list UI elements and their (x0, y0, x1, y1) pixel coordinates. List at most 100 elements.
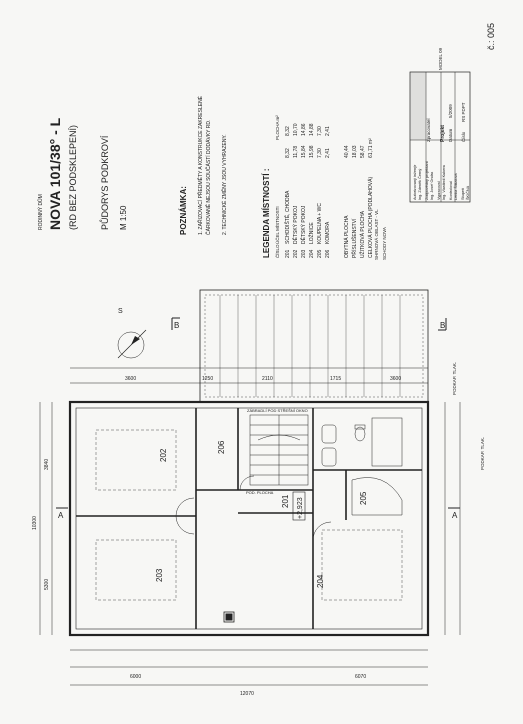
note-line-1: 1. ZAŘIZOVACÍ PŘEDMĚTY A KONSTRUKCE ZAKR… (196, 95, 204, 235)
legend-total-value: 58,47 (360, 145, 366, 158)
section-mark-a1: A (58, 511, 64, 520)
legend-col-area: PLOCHA m² (275, 115, 280, 140)
legend-room-number: 206 (325, 249, 331, 258)
dim-top-part-5: 3600 (390, 376, 401, 382)
dim-left-part-1: 3840 (44, 459, 50, 470)
dim-top-part-1: 3600 (125, 376, 136, 382)
header-subtitle: (RD BEZ PODSKLEPENÍ) (68, 125, 78, 230)
dim-left-total: 10300 (32, 516, 38, 530)
section-mark-b2: B (440, 321, 445, 330)
room-202: 202 (159, 448, 168, 462)
legend-room-area-2: 2,41 (325, 126, 331, 136)
legend-room-area-2: 14,88 (309, 123, 315, 136)
legend-row: 204 LOŽNICE 15,98 14,88 (307, 123, 315, 258)
title-block-code: SCHODY NOVA (382, 227, 387, 260)
plan-annotations: ZÁBRADLÍ POD STŘEŠNÍ OKNO POD. PLOCHA B … (58, 321, 458, 520)
title-block-row-value: Ing. Josef Ondra (430, 171, 434, 200)
plan-title: PŮDORYS PODKROVÍ (99, 135, 110, 230)
legend-room-number: 204 (309, 249, 315, 258)
room-205: 205 (359, 491, 368, 505)
legend-room-area-2: 10,70 (293, 123, 299, 136)
floor-plan (39, 289, 461, 686)
dim-left-part-2: 5300 (44, 579, 50, 590)
legend-room-name: DĚTSKÝ POKOJ (299, 205, 307, 244)
note-line-3: 2. TECHNICKÉ ZMĚNY JSOU VYHRAZENY. (220, 134, 228, 235)
legend-total-row: PŘÍSLUŠENSTVÍ 18,03 (350, 145, 358, 258)
title-block-row-label: Vypracoval (437, 181, 441, 200)
legend-room-number: 205 (317, 249, 323, 258)
dim-bottom-total: 12070 (240, 691, 254, 697)
title-block-row-label: Stupeň (461, 188, 465, 200)
legend-total-label: CELKOVÁ PLOCHA (PODLAHOVÁ) (367, 177, 374, 258)
legend-room-area-2: 7,30 (317, 126, 323, 136)
title-block-row-label: Autorizovaný inženýr (413, 164, 417, 200)
legend-room-name: LOŽNICE (307, 222, 315, 244)
title-block-row-label: Zodpovědný projektant (425, 160, 429, 200)
legend-room-area: 15,84 (301, 145, 307, 158)
title-block-school: SHRNOVÁ OBLAST - VL (373, 209, 379, 260)
legend-room-number: 201 (285, 249, 291, 258)
section-mark-b1: B (174, 321, 179, 330)
dim-top-part-4: 1715 (330, 376, 341, 382)
legend-row: 201 SCHODIŠTĚ, CHODBA 8,32 8,32 (283, 126, 291, 258)
dim-right-part-1: PODKAP. TLAK. (452, 362, 457, 395)
legend-room-name: SCHODIŠTĚ, CHODBA (283, 190, 291, 244)
title-block-number: RS PDPT (461, 102, 466, 122)
title-block-date: 5/2009 (448, 104, 453, 118)
legend-room-name: KOUPELNA + WC (317, 203, 323, 244)
header-title: NOVA 101/38° - L (47, 117, 63, 230)
title-block-row-value: ŠKIČNA (465, 185, 470, 200)
header-block: RODINNÝ DŮM NOVA 101/38° - L (RD BEZ POD… (37, 117, 128, 230)
room-204: 204 (316, 574, 325, 588)
stair-note: ZÁBRADLÍ POD STŘEŠNÍ OKNO (247, 408, 308, 413)
title-block-project-label: Projekt (440, 125, 446, 142)
dim-top-part-2: 1250 (202, 376, 213, 382)
legend-total-label: UŽITKOVÁ PLOCHA (358, 210, 366, 258)
room-206: 206 (217, 440, 226, 454)
legend-room-area: 8,32 (285, 148, 291, 158)
floor-label: POD. PLOCHA (246, 490, 274, 495)
title-block-model: MODEL 09 (438, 47, 443, 70)
legend-total-value: 18,03 (352, 145, 358, 158)
title-block-row-value: Lenka Šlikalová (453, 173, 458, 200)
room-203: 203 (155, 568, 164, 582)
plan-scale: M 1:50 (119, 205, 128, 230)
notes-heading: POZNÁMKA: (179, 186, 188, 235)
dim-bottom-part-1: 6000 (130, 674, 141, 680)
title-block-date-label: Datum (448, 128, 453, 142)
legend-total-value: 40,44 (344, 145, 350, 158)
legend-total-value: 61,71 m² (368, 138, 374, 158)
legend-col-name: ÚČEL MÍSTNOSTI (274, 206, 280, 244)
legend-total-label: PŘÍSLUŠENSTVÍ (350, 218, 358, 258)
legend-room-area: 2,41 (325, 148, 331, 158)
section-mark-a2: A (452, 511, 458, 520)
legend-heading: LEGENDA MÍSTNOSTÍ : (262, 169, 271, 258)
legend-total-row: UŽITKOVÁ PLOCHA 58,47 (358, 145, 366, 258)
room-labels: 202 203 204 205 206 201 +2,923 (155, 440, 368, 588)
title-block-row-value: Ing. Vlastimil Kubera (442, 164, 446, 200)
note-line-2: ČÁRKOVANĚ NEJSOU SOUČÁSTÍ DODÁVKY RD. (204, 120, 212, 235)
legend-room-name: DĚTSKÝ POKOJ (291, 205, 299, 244)
dim-top-part-3: 2110 (262, 376, 273, 382)
compass-letter: S (118, 308, 123, 315)
legend-room-number: 203 (301, 249, 307, 258)
legend-room-area: 15,98 (309, 145, 315, 158)
dimensions: 12070 6000 6070 10300 3840 5300 3600 125… (32, 362, 485, 697)
header-small-label: RODINNÝ DŮM (37, 194, 44, 230)
sheet-number: č.: 005 (486, 23, 496, 50)
room-legend: LEGENDA MÍSTNOSTÍ : ČÍSLO ÚČEL MÍSTNOSTI… (262, 115, 374, 258)
legend-room-area-2: 8,32 (285, 126, 291, 136)
legend-col-num: ČÍSLO (274, 244, 280, 258)
